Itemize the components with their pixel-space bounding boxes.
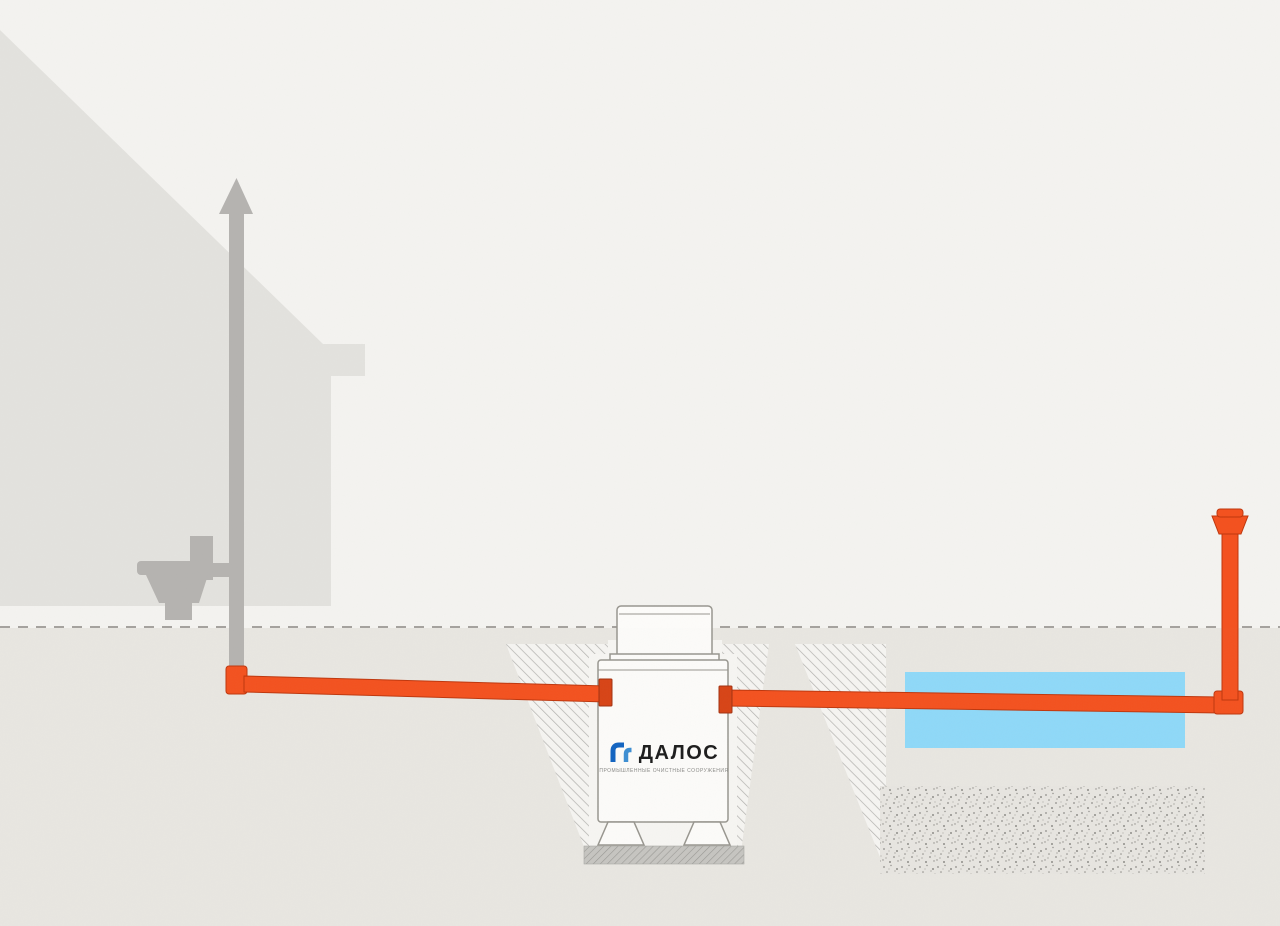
soil-noise-overlay bbox=[0, 628, 1280, 926]
tank-brand-label: ДАЛОС bbox=[588, 740, 740, 766]
tank-brand-tagline: ПРОМЫШЛЕННЫЕ ОЧИСТНЫЕ СООРУЖЕНИЯ bbox=[599, 768, 729, 774]
logo-stroke-light bbox=[623, 747, 632, 762]
tank-brand-text: ДАЛОС bbox=[638, 741, 720, 764]
logo-stroke-dark bbox=[610, 742, 624, 762]
dalos-logo-icon bbox=[610, 742, 632, 762]
